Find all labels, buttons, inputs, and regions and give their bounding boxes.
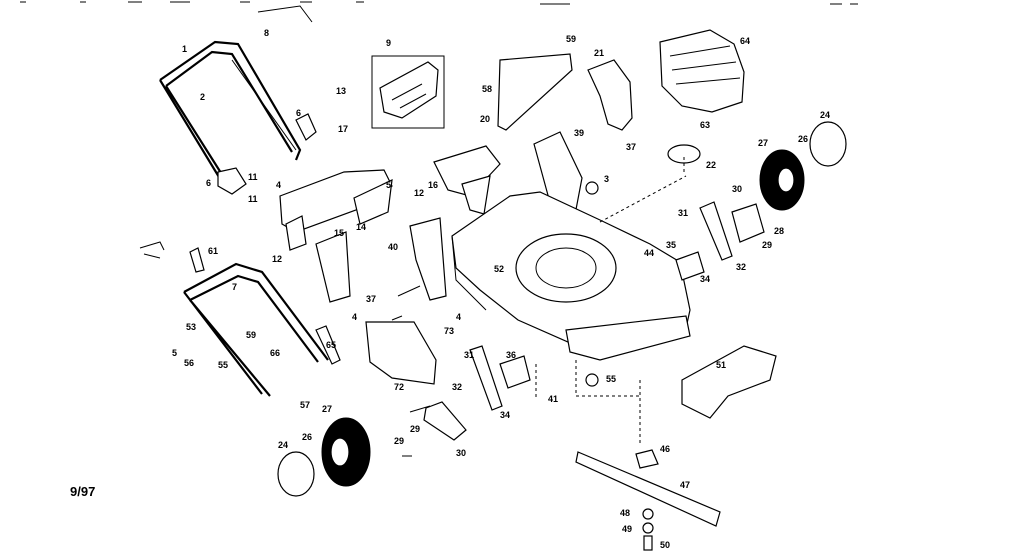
callout-29-3: 29	[394, 436, 404, 446]
callout-29-2: 29	[410, 424, 420, 434]
callout-1: 1	[182, 44, 187, 54]
callout-6-2: 6	[206, 178, 211, 188]
callout-30-1: 30	[732, 184, 742, 194]
rear-bracket	[279, 145, 501, 251]
date-code: 9/97	[70, 484, 95, 499]
callout-37-2: 37	[366, 294, 376, 304]
callout-5-2: 5	[172, 348, 177, 358]
callout-29-1: 29	[762, 240, 772, 250]
callout-22: 22	[706, 160, 716, 170]
callout-36: 36	[506, 350, 516, 360]
rear-right-wheel	[759, 121, 847, 211]
callout-51: 51	[716, 360, 726, 370]
callout-35: 35	[666, 240, 676, 250]
callout-17: 17	[338, 124, 348, 134]
callout-44: 44	[644, 248, 654, 258]
cable-bracket	[371, 55, 445, 129]
callout-57: 57	[300, 400, 310, 410]
mower-deck	[451, 191, 691, 361]
callout-41: 41	[548, 394, 558, 404]
callout-39: 39	[574, 128, 584, 138]
lower-handle	[139, 241, 341, 397]
callout-24-2: 24	[278, 440, 288, 450]
callout-15: 15	[334, 228, 344, 238]
callout-4-2: 4	[352, 312, 357, 322]
callout-65: 65	[326, 340, 336, 350]
callout-8: 8	[264, 28, 269, 38]
callout-3: 3	[604, 174, 609, 184]
callout-12-1: 12	[414, 188, 424, 198]
discharge-chute	[681, 345, 777, 419]
callout-59-2: 59	[246, 330, 256, 340]
callout-27-1: 27	[758, 138, 768, 148]
callout-12-2: 12	[272, 254, 282, 264]
blade-assembly	[575, 360, 721, 527]
callout-64: 64	[740, 36, 750, 46]
callout-2: 2	[200, 92, 205, 102]
callout-30-2: 30	[456, 448, 466, 458]
callout-32-2: 32	[452, 382, 462, 392]
callout-47: 47	[680, 480, 690, 490]
callout-66: 66	[270, 348, 280, 358]
front-left-wheel	[277, 417, 371, 497]
callout-9: 9	[386, 38, 391, 48]
callout-13: 13	[336, 86, 346, 96]
callout-4-1: 4	[276, 180, 281, 190]
callout-7: 7	[232, 282, 237, 292]
upper-handle	[159, 5, 317, 195]
callout-16: 16	[428, 180, 438, 190]
callout-72: 72	[394, 382, 404, 392]
callout-6-1: 6	[296, 108, 301, 118]
callout-63: 63	[700, 120, 710, 130]
callout-26-2: 26	[302, 432, 312, 442]
deflector-plates	[315, 53, 633, 303]
callout-40: 40	[388, 242, 398, 252]
callout-59-1: 59	[566, 34, 576, 44]
callout-21: 21	[594, 48, 604, 58]
callout-52: 52	[494, 264, 504, 274]
hardware-and-guides	[391, 156, 687, 551]
callout-56: 56	[184, 358, 194, 368]
callout-61: 61	[208, 246, 218, 256]
callout-73: 73	[444, 326, 454, 336]
callout-55-2: 55	[606, 374, 616, 384]
callout-50: 50	[660, 540, 670, 550]
callout-46: 46	[660, 444, 670, 454]
callout-4-3: 4	[456, 312, 461, 322]
callout-26-1: 26	[798, 134, 808, 144]
callout-14: 14	[356, 222, 366, 232]
callout-34-1: 34	[700, 274, 710, 284]
callout-11-2: 11	[248, 194, 258, 204]
callout-11-1: 11	[248, 172, 258, 182]
callout-37-1: 37	[626, 142, 636, 152]
callout-31-1: 31	[678, 208, 688, 218]
callout-34-2: 34	[500, 410, 510, 420]
callout-55-1: 55	[218, 360, 228, 370]
callout-28: 28	[774, 226, 784, 236]
callout-58: 58	[482, 84, 492, 94]
callout-20: 20	[480, 114, 490, 124]
callout-48: 48	[620, 508, 630, 518]
rear-baffle	[365, 321, 437, 385]
top-edge-fragments	[20, 1, 858, 5]
callout-5-1: 5	[386, 180, 391, 190]
engine	[659, 29, 745, 164]
callout-49: 49	[622, 524, 632, 534]
callout-27-2: 27	[322, 404, 332, 414]
callout-31-2: 31	[464, 350, 474, 360]
callout-53: 53	[186, 322, 196, 332]
callout-32-1: 32	[736, 262, 746, 272]
height-adjusters	[423, 201, 765, 441]
callout-24-1: 24	[820, 110, 830, 120]
